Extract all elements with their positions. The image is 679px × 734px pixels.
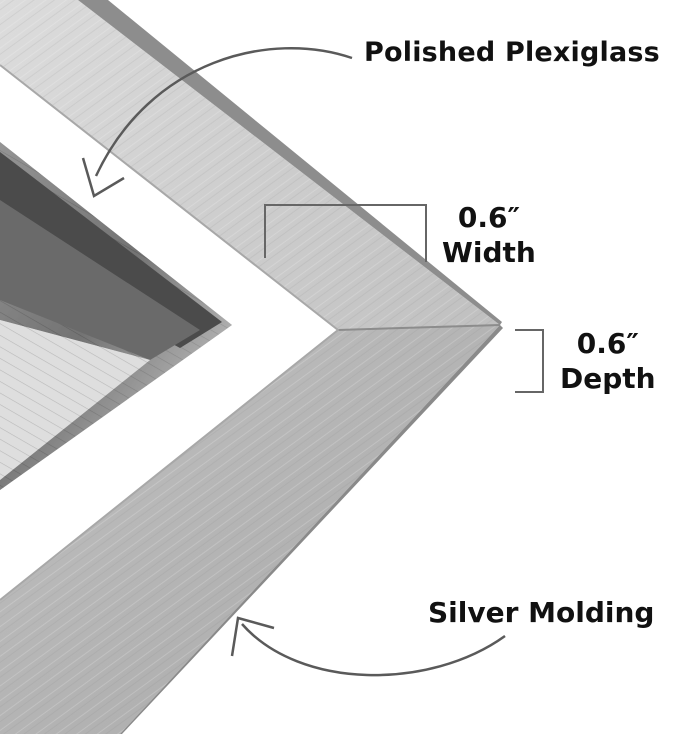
depth-value: 0.6″	[576, 327, 639, 360]
curved-arrow-up-left-icon	[230, 616, 506, 677]
molding-callout: Silver Molding	[428, 596, 655, 629]
dimension-bracket-icon	[515, 329, 544, 393]
curved-arrow-down-left-icon	[81, 47, 353, 198]
depth-callout: 0.6″ Depth	[560, 326, 656, 396]
plexiglass-callout: Polished Plexiglass	[364, 37, 660, 68]
width-callout: 0.6″ Width	[442, 200, 536, 270]
framed-photo	[0, 142, 232, 490]
depth-label: Depth	[560, 362, 656, 395]
dimension-bracket-icon	[264, 204, 427, 262]
width-value: 0.6″	[457, 201, 520, 234]
width-label: Width	[442, 236, 536, 269]
